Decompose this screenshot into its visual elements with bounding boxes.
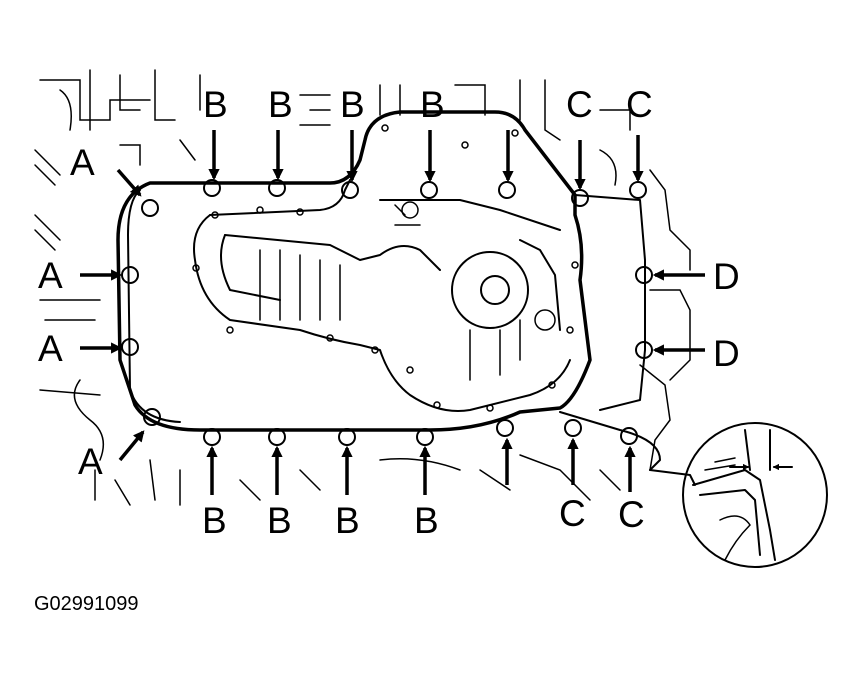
label-b-bottom-4: B: [414, 500, 439, 541]
arrows-group-c-bottom: [567, 437, 636, 492]
bolt-c-2: [629, 181, 647, 199]
bolt-a-4: [143, 408, 161, 426]
label-b-top-1: B: [203, 84, 228, 125]
label-d-1: D: [713, 256, 740, 297]
label-c-top-2: C: [626, 84, 653, 125]
arrows-group-c-top: [574, 135, 644, 191]
bolt-b-5: [498, 181, 516, 199]
arrows-group-d: [652, 269, 705, 356]
arrow-a-4: [118, 430, 145, 462]
bolt-b-10: [496, 419, 514, 437]
bolt-c-3: [564, 419, 582, 437]
label-a-3: A: [38, 328, 63, 369]
label-c-top-1: C: [566, 84, 593, 125]
bolt-b-4: [420, 181, 438, 199]
oil-pan-inner-detail: [193, 179, 571, 412]
arrow-a-1: [116, 168, 142, 197]
label-a-2: A: [38, 255, 63, 296]
bolt-b-9: [416, 428, 434, 446]
bolt-b-8: [338, 428, 356, 446]
label-a-1: A: [70, 142, 95, 183]
label-b-bottom-3: B: [335, 500, 360, 541]
bolt-c-4: [620, 427, 638, 445]
label-b-top-3: B: [340, 84, 365, 125]
bolt-heads: [121, 124, 653, 446]
bolt-d-1: [635, 266, 653, 284]
label-d-2: D: [713, 333, 740, 374]
bolt-a-1: [141, 199, 159, 217]
label-a-4: A: [78, 441, 103, 482]
label-c-bottom-1: C: [559, 493, 586, 534]
label-b-bottom-1: B: [202, 500, 227, 541]
engine-background-sketch: [34, 69, 691, 506]
callout-labels: A A A A B B B B C C D D B B B B C C: [38, 84, 740, 541]
bolt-b-6: [203, 428, 221, 446]
bolt-d-2: [635, 341, 653, 359]
label-b-top-2: B: [268, 84, 293, 125]
label-c-bottom-2: C: [618, 494, 645, 535]
bolt-a-2: [121, 266, 139, 284]
bolt-b-7: [268, 428, 286, 446]
arrows-group-b-bottom: [206, 437, 513, 495]
label-b-top-4: B: [420, 84, 445, 125]
label-b-bottom-2: B: [267, 500, 292, 541]
arrows-group-a: [80, 168, 145, 462]
arrows-group-b-top: [208, 130, 514, 183]
figure-id: G02991099: [34, 593, 139, 615]
detail-magnifier: [649, 422, 828, 568]
